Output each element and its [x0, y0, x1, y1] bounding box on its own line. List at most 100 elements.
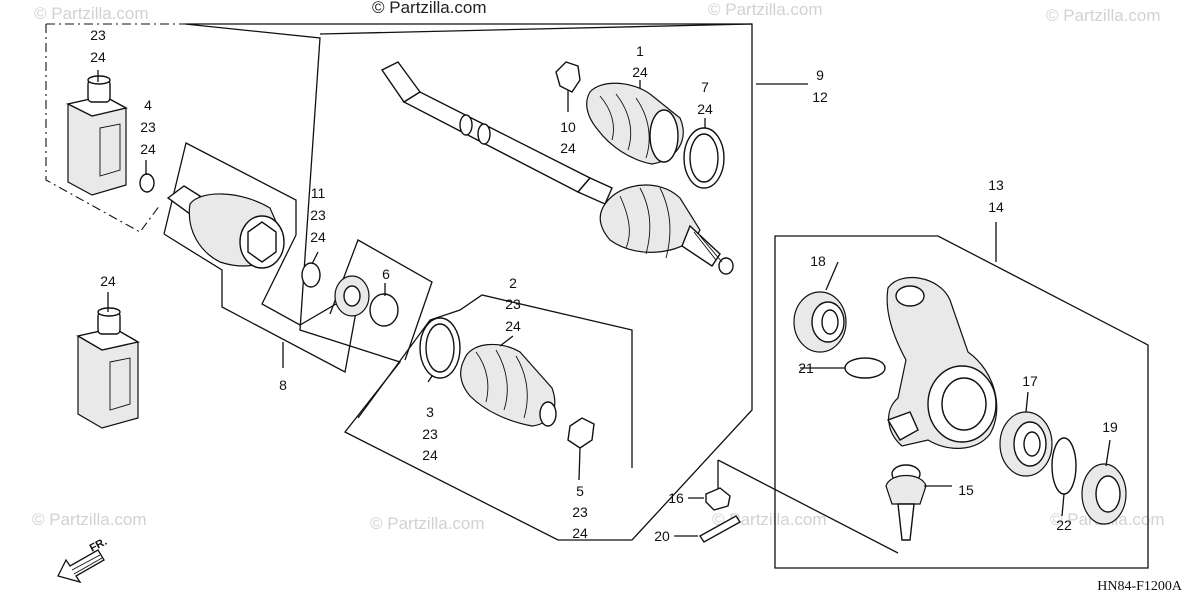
snap-ring-22-icon [1051, 437, 1077, 495]
callout-text: 21 [798, 360, 814, 376]
callout-11: 11 23 24 [310, 185, 326, 245]
outer-joint-icon [166, 185, 285, 269]
diagram-code: HN84-F1200A [1097, 579, 1183, 594]
callout-text: 24 [422, 447, 438, 463]
callout-text: 24 [632, 64, 648, 80]
snap-ring-21-icon [844, 357, 886, 379]
boot-band-3-icon [419, 317, 461, 379]
callout-text: 23 [310, 207, 326, 223]
callout-text: 2 [509, 275, 517, 291]
callout-text: 23 [572, 504, 588, 520]
callout-22: 22 [1056, 517, 1072, 533]
oil-bottle-top-icon [65, 75, 128, 196]
callout-text: 20 [654, 528, 670, 544]
group-frame-joint [163, 142, 361, 373]
cotter-pin-20-icon [698, 515, 742, 543]
callout-6: 6 [382, 266, 390, 282]
castle-nut-16-icon [705, 487, 731, 511]
watermark: © Partzilla.com [712, 510, 827, 529]
callout-text: 5 [576, 483, 584, 499]
callout-text: 19 [1102, 419, 1118, 435]
boot-2-icon [460, 343, 557, 427]
callout-10: 10 24 [560, 119, 576, 156]
callout-text: 23 [90, 27, 106, 43]
callout-text: 23 [422, 426, 438, 442]
callout-13-14: 13 14 [988, 177, 1004, 215]
boot-clip-10-icon [555, 61, 581, 93]
callout-24: 24 [100, 273, 116, 289]
callout-17: 17 [1022, 373, 1038, 389]
group-frame-axle-inner [319, 23, 753, 35]
callout-text: 8 [279, 377, 287, 393]
callout-7: 7 24 [697, 79, 713, 117]
callout-text: 12 [812, 89, 828, 105]
knuckle-icon [886, 276, 998, 449]
callout-text: 24 [697, 101, 713, 117]
watermark-main: © Partzilla.com [372, 0, 487, 17]
ball-joint-15-icon [885, 464, 927, 541]
callout-text: 1 [636, 43, 644, 59]
callout-16: 16 [668, 490, 684, 506]
callout-text: 24 [572, 525, 588, 541]
callout-18: 18 [810, 253, 826, 269]
callout-3: 3 23 24 [422, 404, 438, 463]
seal-19-icon [1081, 463, 1127, 525]
callout-text: 24 [505, 318, 521, 334]
callout-text: 11 [311, 185, 326, 201]
callout-text: 4 [144, 97, 152, 113]
arrow-down-left-icon [57, 549, 105, 584]
watermark: © Partzilla.com [370, 514, 485, 533]
callout-4: 4 23 24 [140, 97, 156, 157]
callout-text: 13 [988, 177, 1004, 193]
callout-19: 19 [1102, 419, 1118, 435]
callout-2: 2 23 24 [505, 275, 521, 334]
callout-text: 9 [816, 67, 824, 83]
callout-text: 23 [505, 296, 521, 312]
oil-bottle-bottom-icon [76, 307, 140, 429]
circlip-11-icon [301, 262, 321, 288]
bearing-17-icon [999, 411, 1053, 477]
callout-text: 16 [668, 490, 684, 506]
callout-5: 5 23 24 [572, 483, 588, 541]
group-frame-pin [717, 459, 899, 554]
callout-text: 22 [1056, 517, 1072, 533]
boot-clip-5-icon [567, 417, 595, 449]
callout-text: 23 [140, 119, 156, 135]
callout-text: 24 [560, 140, 576, 156]
direction-label: FR. [88, 536, 109, 555]
snap-ring-6-icon [369, 293, 399, 327]
watermark: © Partzilla.com [34, 4, 149, 23]
bearing-18-icon [793, 291, 847, 353]
callout-text: 24 [140, 141, 156, 157]
watermark: © Partzilla.com [32, 510, 147, 529]
boot-band-7-icon [683, 127, 725, 189]
group-frame-boot [357, 294, 633, 468]
callout-text: 10 [560, 119, 576, 135]
callout-21: 21 [798, 360, 814, 376]
callout-text: 24 [90, 49, 106, 65]
callout-text: 24 [100, 273, 116, 289]
callout-9-12: 9 12 [812, 67, 828, 105]
callout-text: 14 [988, 199, 1004, 215]
group-frame-oil [45, 23, 185, 233]
watermark: © Partzilla.com [1046, 6, 1161, 25]
callout-text: 7 [701, 79, 709, 95]
callout-text: 17 [1022, 373, 1038, 389]
callout-text: 18 [810, 253, 826, 269]
group-frame-axle [184, 23, 753, 541]
callout-1: 1 24 [632, 43, 648, 80]
group-frame-clip [329, 239, 433, 361]
drive-shaft-icon [380, 61, 734, 275]
callout-15: 15 [958, 482, 974, 498]
callout-text: 3 [426, 404, 434, 420]
callout-text: 24 [310, 229, 326, 245]
callout-23-24: 23 24 [90, 27, 106, 65]
group-frame-knuckle [774, 235, 1149, 569]
leader-lines [97, 70, 1111, 537]
callout-8: 8 [279, 377, 287, 393]
inner-race-icon [334, 275, 370, 317]
o-ring-icon [139, 173, 155, 193]
boot-1-icon [586, 82, 684, 165]
watermark: © Partzilla.com [708, 0, 823, 19]
